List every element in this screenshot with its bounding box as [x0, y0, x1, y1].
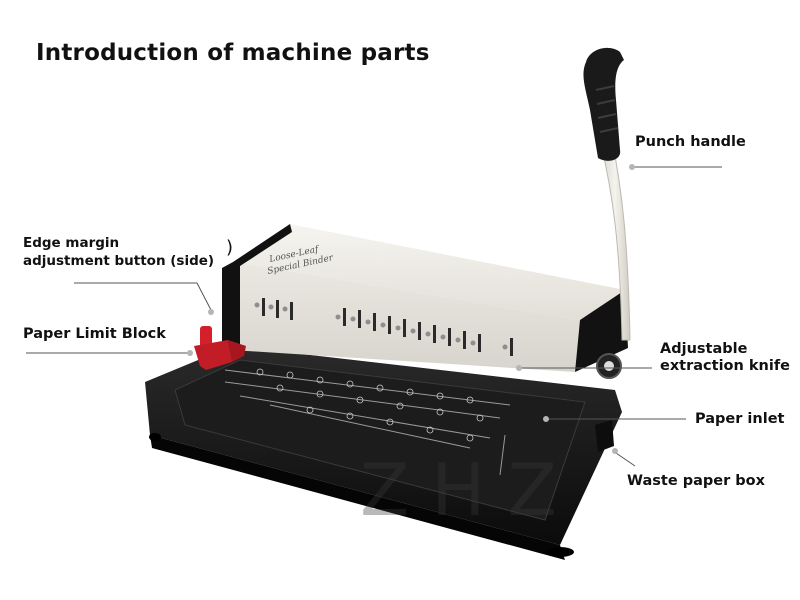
punch-body [222, 224, 628, 452]
callout-dots [187, 164, 635, 454]
label-adjustable-line2: extraction knife [660, 358, 790, 374]
label-punch-handle: Punch handle [635, 134, 746, 150]
paper-limit-block [194, 326, 246, 370]
label-waste-paper-box: Waste paper box [627, 473, 765, 489]
punch-handle [583, 47, 631, 341]
label-adjustable-line1: Adjustable [660, 341, 748, 357]
page-title: Introduction of machine parts [36, 40, 430, 66]
watermark: ZHZ [360, 448, 579, 532]
base-tray [145, 346, 622, 560]
label-paper-limit-block: Paper Limit Block [23, 326, 166, 342]
callout-lines [26, 166, 722, 467]
label-paper-inlet: Paper inlet [695, 411, 785, 427]
label-edge-margin-line2: adjustment button (side) [23, 253, 215, 269]
label-edge-margin-line1: Edge margin [23, 235, 120, 251]
svg-text:): ) [226, 237, 233, 258]
